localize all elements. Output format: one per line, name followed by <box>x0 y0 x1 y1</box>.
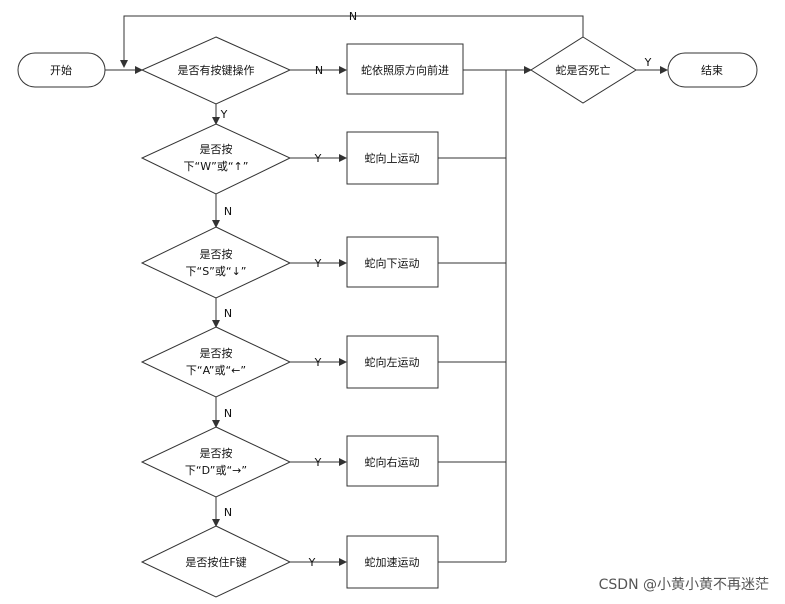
press-w-label-line2: 下“W”或“↑” <box>184 160 249 173</box>
move-up-process <box>346 131 439 185</box>
csdn-watermark: CSDN @小黄小黄不再迷茫 <box>598 577 769 593</box>
end-label: 结束 <box>701 64 723 77</box>
press-d-label-line2: 下“D”或“→” <box>185 464 247 477</box>
hold-f-label: 是否按住F键 <box>185 555 246 569</box>
speed-up-process <box>346 535 439 589</box>
any-key-no-label: N <box>315 64 323 77</box>
press-a-label-line1: 是否按 <box>200 346 233 360</box>
press-a-no-label: N <box>224 407 232 420</box>
press-d-label-line1: 是否按 <box>200 446 233 460</box>
press-d-no-label: N <box>224 506 232 519</box>
move-down-label: 蛇向下运动 <box>365 256 420 270</box>
press-w-yes-label: Y <box>314 152 322 165</box>
hold-f-decision <box>140 525 292 598</box>
move-left-label: 蛇向左运动 <box>365 355 420 369</box>
press-s-yes-label: Y <box>314 257 322 270</box>
move-up-label: 蛇向上运动 <box>365 151 420 165</box>
end-terminal <box>667 52 758 88</box>
any-key-yes-label: Y <box>220 108 228 121</box>
start-terminal <box>17 52 106 88</box>
move-right-label: 蛇向右运动 <box>365 455 420 469</box>
press-s-label-line2: 下“S”或“↓” <box>186 265 247 278</box>
press-d-decision <box>140 426 292 498</box>
press-a-yes-label: Y <box>314 356 322 369</box>
press-a-label-line2: 下“A”或“←” <box>186 364 246 377</box>
press-d-yes-label: Y <box>314 456 322 469</box>
keep-direction-label: 蛇依照原方向前进 <box>361 63 449 77</box>
press-s-decision <box>140 226 292 299</box>
press-a-decision <box>140 326 292 398</box>
any-key-decision <box>140 36 292 105</box>
keep-direction-process <box>346 43 464 95</box>
move-right-process <box>346 435 439 487</box>
is-dead-yes-label: Y <box>644 56 652 69</box>
press-s-label-line1: 是否按 <box>200 247 233 261</box>
loop-back-connector <box>120 15 584 68</box>
is-dead-decision <box>530 36 637 104</box>
loop-back-no-label: N <box>349 10 357 23</box>
any-key-label: 是否有按键操作 <box>178 63 255 77</box>
start-label: 开始 <box>50 63 72 77</box>
speed-up-label: 蛇加速运动 <box>365 555 420 569</box>
press-w-decision <box>140 123 292 195</box>
move-left-process <box>346 335 439 389</box>
press-w-label-line1: 是否按 <box>200 142 233 156</box>
move-down-process <box>346 236 439 288</box>
press-w-no-label: N <box>224 205 232 218</box>
hold-f-yes-label: Y <box>308 556 316 569</box>
is-dead-label: 蛇是否死亡 <box>556 63 611 77</box>
press-s-no-label: N <box>224 307 232 320</box>
